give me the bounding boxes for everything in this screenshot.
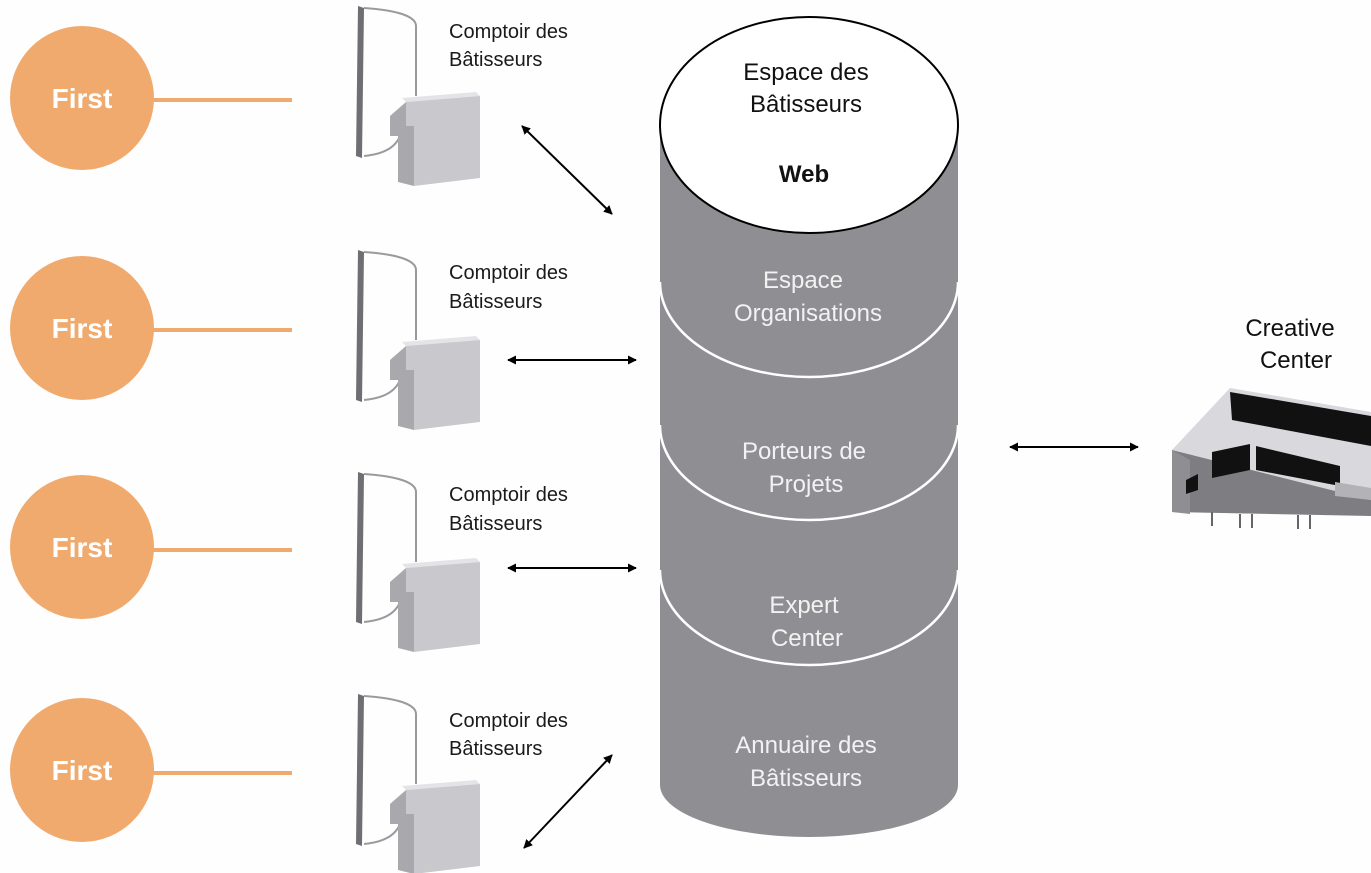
building-icon [1172,388,1371,529]
first-circle [10,698,154,842]
counter-label-line2: Bâtisseurs [449,291,542,313]
layer-porteurs-line2: Projets [769,471,844,498]
counter-label-line1: Comptoir des [449,262,568,284]
counter-label-line2: Bâtisseurs [449,738,542,760]
first-circle [10,26,154,170]
counter-label-line1: Comptoir des [449,710,568,732]
layer-expert-line2: Center [771,625,843,652]
counter-label-line2: Bâtisseurs [449,49,542,71]
first-label: First [52,313,113,344]
layer-organisations-line1: Espace [763,267,843,294]
first-label: First [52,532,113,563]
database-cylinder: Espace des Bâtisseurs Web Espace Organis… [658,16,960,837]
first-node-2: First Comptoir des Bâtisseurs [10,249,568,431]
counter-label-line1: Comptoir des [449,484,568,506]
database-top-line1: Espace des [743,59,868,86]
database-top-line2: Bâtisseurs [750,91,862,118]
first-circle [10,256,154,400]
first-label: First [52,83,113,114]
first-node-1: First Comptoir des Bâtisseurs [10,5,568,187]
database-layer-divider [658,424,960,522]
arrow-counter-4-to-database [523,754,613,849]
counter-label-line2: Bâtisseurs [449,513,542,535]
database-top-line3: Web [779,161,829,188]
database-bottom [660,733,958,837]
first-node-4: First Comptoir des Bâtisseurs [10,693,568,873]
arrow-counter-1-to-database [521,125,613,215]
layer-organisations-line2: Organisations [734,300,882,327]
database-body [660,125,958,785]
first-label: First [52,755,113,786]
layer-porteurs-line1: Porteurs de [742,438,866,465]
database-top [659,16,959,234]
database-layer-divider [658,569,960,667]
layer-annuaire-line1: Annuaire des [735,732,876,759]
creative-center: Creative Center [1172,315,1371,529]
first-node-3: First Comptoir des Bâtisseurs [10,471,568,653]
creative-center-line2: Center [1260,347,1332,374]
creative-center-line1: Creative [1245,315,1334,342]
database-layer-divider [658,281,960,379]
layer-annuaire-line2: Bâtisseurs [750,765,862,792]
counter-label-line1: Comptoir des [449,21,568,43]
layer-expert-line1: Expert [769,592,839,619]
first-circle [10,475,154,619]
